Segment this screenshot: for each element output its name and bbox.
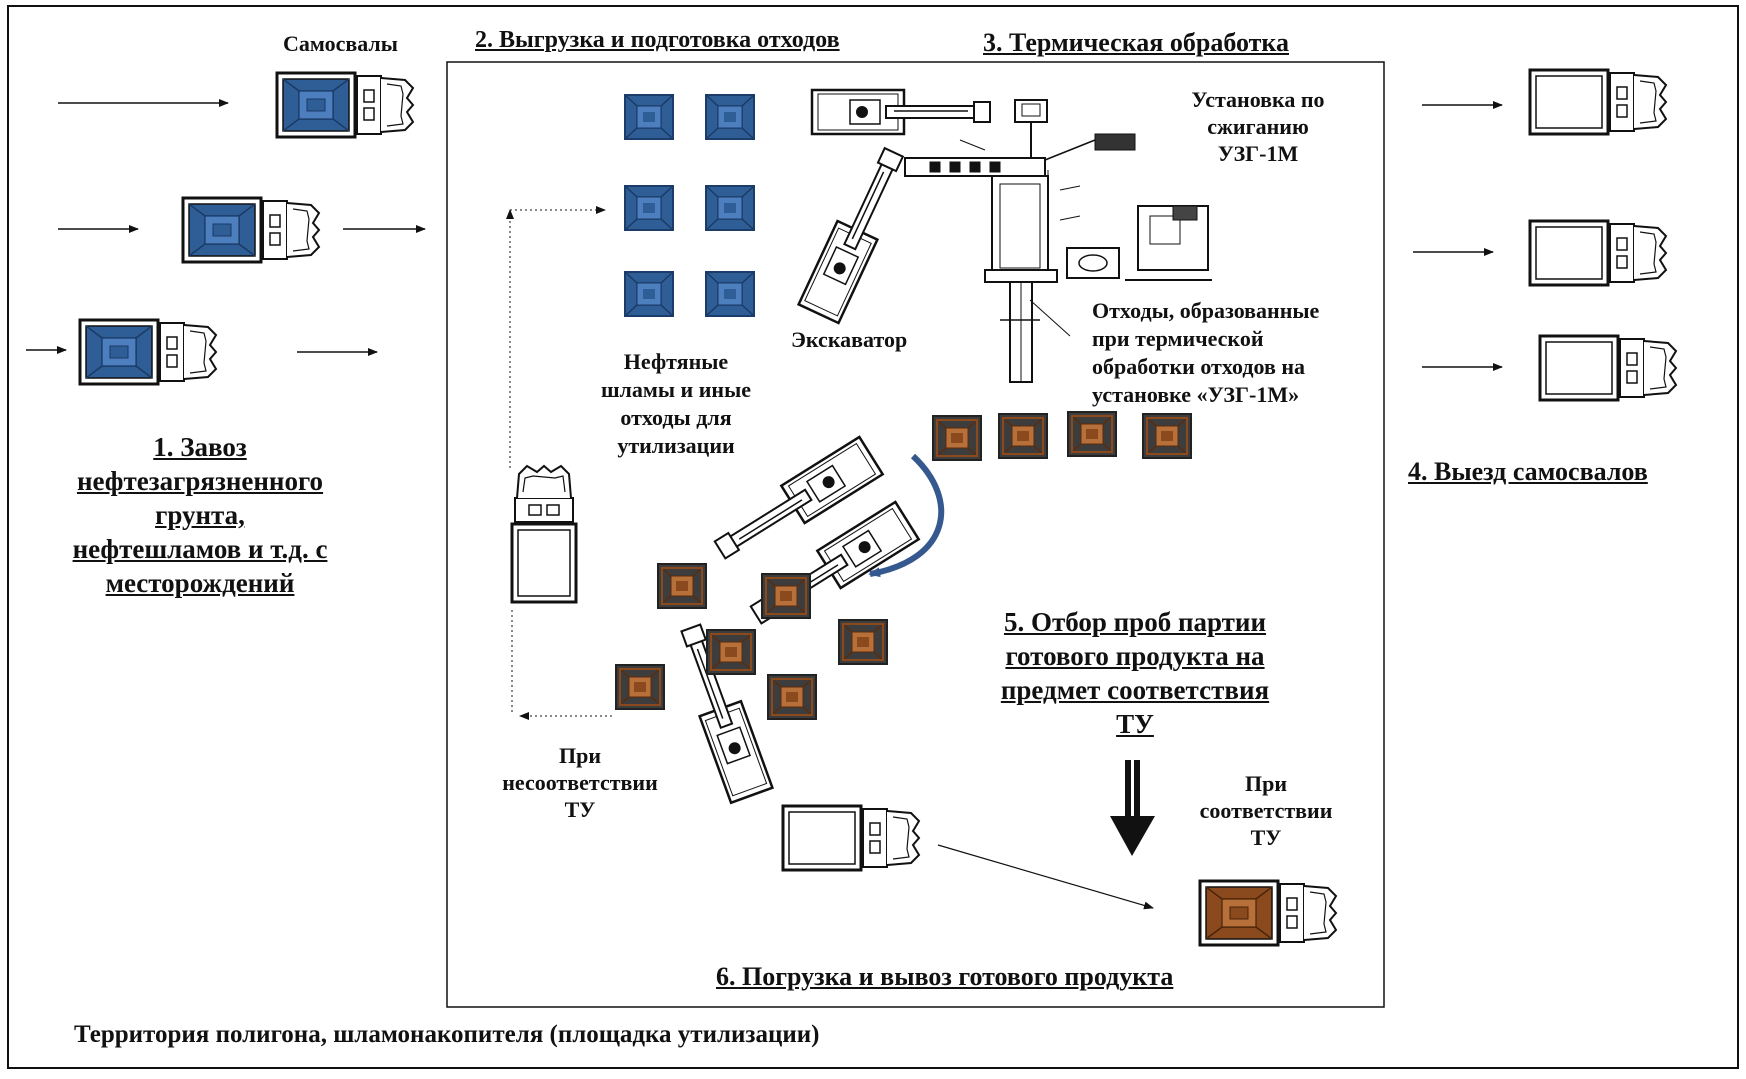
waste-pile-6 (705, 271, 755, 317)
plant-line-3: УЗГ-1М (1217, 141, 1299, 166)
product-pile-9 (615, 664, 665, 710)
step1-line-3: грунта, (155, 500, 245, 530)
conform-line-2: соответствии (1199, 798, 1333, 823)
product-pile-5 (657, 563, 707, 609)
plant-label: Установка по сжиганию УЗГ-1М (1168, 86, 1348, 167)
conform-line-3: ТУ (1250, 825, 1282, 850)
product-pile-6 (761, 573, 811, 619)
step5-line-4: ТУ (1116, 709, 1154, 739)
thermal-line-2: при термической (1092, 326, 1264, 351)
product-pile-3 (1067, 411, 1117, 457)
step5-line-3: предмет соответствия (1000, 675, 1270, 705)
step5-heading: 5. Отбор проб партии готового продукта н… (985, 605, 1285, 741)
thermal-line-3: обработки отходов на (1092, 354, 1305, 379)
arrow-to-product-truck (937, 844, 1154, 910)
nonconform-line-1: При (558, 743, 602, 768)
step5-line-2: готового продукта на (1005, 641, 1265, 671)
big-arrow-shaft-right (1134, 760, 1140, 822)
nonconform-line-3: ТУ (564, 797, 596, 822)
excavator-1 (810, 88, 992, 136)
waste-line-1: Нефтяные (623, 349, 729, 374)
excavator-label: Экскаватор (791, 327, 908, 352)
nonconform-label: При несоответствии ТУ (490, 742, 670, 823)
loading-truck (783, 806, 919, 870)
waste-line-4: утилизации (617, 433, 735, 458)
trucks-heading: Самосвалы (283, 31, 398, 56)
waste-piles-label: Нефтяные шламы и иные отходы для утилиза… (596, 348, 756, 460)
thermal-line-4: установке «УЗГ-1М» (1092, 382, 1300, 407)
conform-label: При соответствии ТУ (1186, 770, 1346, 851)
step1-line-5: месторождений (105, 568, 295, 598)
product-pile-10 (767, 674, 817, 720)
conform-line-1: При (1244, 771, 1288, 796)
thermal-plant-schematic (904, 99, 1212, 383)
product-truck (1200, 881, 1336, 945)
territory-label: Территория полигона, шламонакопителя (пл… (74, 1021, 820, 1048)
product-pile-8 (838, 619, 888, 665)
outgoing-truck-1 (1530, 70, 1666, 134)
product-pile-4 (1142, 413, 1192, 459)
step3-heading: 3. Термическая обработка (983, 28, 1289, 57)
plant-line-2: сжиганию (1207, 114, 1309, 139)
plant-line-1: Установка по (1191, 87, 1325, 112)
thermal-waste-label: Отходы, образованные при термической обр… (1092, 297, 1319, 409)
outgoing-truck-2 (1530, 221, 1666, 285)
step1-line-4: нефтешламов и т.д. с (72, 534, 328, 564)
big-arrow-shaft-left (1125, 760, 1131, 822)
step2-heading: 2. Выгрузка и подготовка отходов (475, 27, 840, 53)
step1-heading: 1. Завоз нефтезагрязненного грунта, нефт… (50, 430, 350, 600)
nonconform-line-2: несоответствии (502, 770, 658, 795)
incoming-truck-2 (183, 198, 319, 262)
waste-pile-4 (705, 185, 755, 231)
big-arrow-head (1110, 816, 1155, 856)
step6-heading: 6. Погрузка и вывоз готового продукта (716, 962, 1174, 991)
product-pile-1 (932, 415, 982, 461)
thermal-line-1: Отходы, образованные (1092, 298, 1320, 323)
step5-line-1: 5. Отбор проб партии (1003, 607, 1267, 637)
incoming-truck-3 (80, 320, 216, 384)
waste-pile-2 (705, 94, 755, 140)
excavator-2 (797, 141, 915, 325)
waste-line-3: отходы для (620, 405, 732, 430)
product-pile-2 (998, 413, 1048, 459)
step1-line-1: 1. Завоз (153, 432, 247, 462)
step4-heading: 4. Выезд самосвалов (1408, 457, 1648, 486)
outgoing-truck-3 (1540, 336, 1676, 400)
waste-pile-1 (624, 94, 674, 140)
return-truck (512, 466, 576, 602)
step1-line-2: нефтезагрязненного (76, 466, 324, 496)
territory-frame (7, 5, 1739, 1069)
incoming-truck-1 (277, 73, 413, 137)
product-pile-7 (706, 629, 756, 675)
rotation-arc (868, 453, 945, 578)
waste-pile-5 (624, 271, 674, 317)
processing-area-frame (446, 61, 1385, 1008)
waste-pile-3 (624, 185, 674, 231)
waste-line-2: шламы и иные (600, 377, 752, 402)
